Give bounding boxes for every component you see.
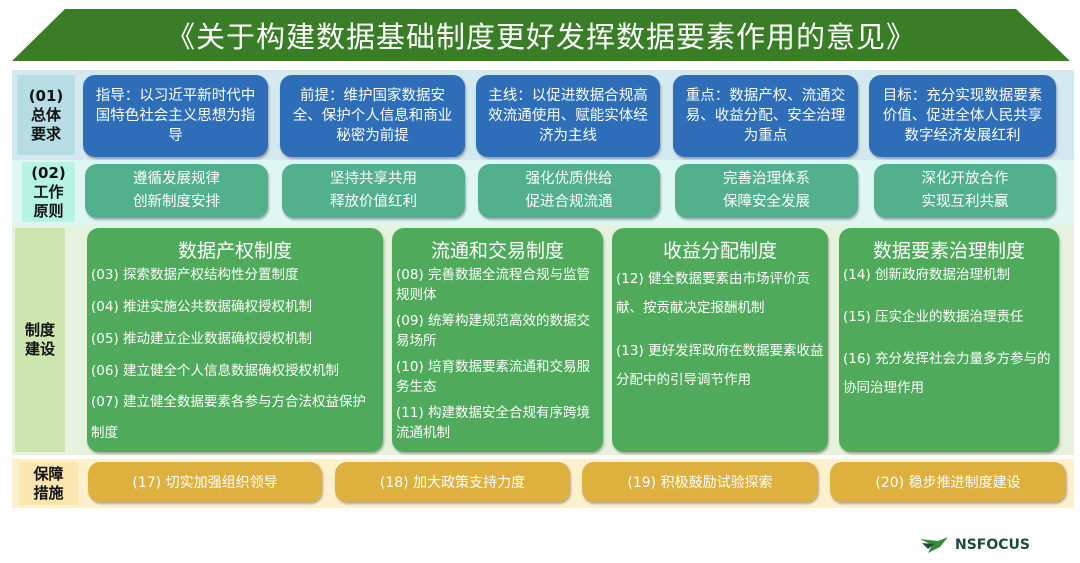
row-safeguards: 保障 措施 (17) 切实加强组织领导 (18) 加大政策支持力度 (19) 积… [12,459,1074,508]
requirement-box: 前提：维护国家数据安全、保护个人信息和商业秘密为前提 [280,75,465,157]
row-label: 制度 建设 [15,228,65,452]
requirement-box: 重点：数据产权、流通交易、收益分配、安全治理为重点 [673,75,858,157]
row-label: (02) 工作 原则 [22,162,75,222]
row-principles: (02) 工作 原则 遵循发展规律 创新制度安排 坚持共享共用 释放价值红利 强… [12,160,1074,225]
logo-mark-icon [920,537,948,553]
safeguard-box: (18) 加大政策支持力度 [335,462,570,502]
page-title: 《关于构建数据基础制度更好发挥数据要素作用的意见》 [12,9,1070,61]
system-group-property: 数据产权制度 (03) 探索数据产权结构性分置制度 (04) 推进实施公共数据确… [87,228,383,452]
row-label: 保障 措施 [19,462,78,505]
row-label: (01) 总体 要求 [17,75,75,155]
list-item: (15) 压实企业的数据治理责任 [843,309,1024,325]
principle-box: 强化优质供给 促进合规流通 [478,164,660,218]
system-group-governance: 数据要素治理制度 (14) 创新政府数据治理机制 (15) 压实企业的数据治理责… [839,228,1059,452]
list-item: (09) 统筹构建规范高效的数据交易场所 [396,313,591,349]
list-item: (16) 充分发挥社会力量多方参与的协同治理作用 [843,351,1051,396]
list-item: (10) 培育数据要素流通和交易服务生态 [396,359,591,395]
list-item: (03) 探索数据产权结构性分置制度 [91,267,299,283]
list-item: (06) 建立健全个人信息数据确权授权机制 [91,363,340,379]
principle-box: 遵循发展规律 创新制度安排 [85,164,268,218]
requirement-box: 主线：以促进数据合规高效流通使用、赋能实体经济为主线 [476,75,660,157]
safeguard-box: (19) 积极鼓励试验探索 [582,462,818,502]
list-item: (11) 构建数据安全合规有序跨境流通机制 [396,405,591,441]
safeguard-box: (20) 稳步推进制度建设 [830,462,1066,502]
safeguard-box: (17) 切实加强组织领导 [88,462,322,502]
group-title: 数据要素治理制度 [872,240,1025,262]
system-group-circulation: 流通和交易制度 (08) 完善数据全流程合规与监管规则体 (09) 统筹构建规范… [392,228,603,452]
principle-box: 完善治理体系 保障安全发展 [675,164,858,218]
system-group-distribution: 收益分配制度 (12) 健全数据要素由市场评价贡献、按贡献决定报酬机制 (13)… [612,228,828,452]
principle-box: 坚持共享共用 释放价值红利 [282,164,465,218]
list-item: (12) 健全数据要素由市场评价贡献、按贡献决定报酬机制 [616,271,811,316]
list-item: (05) 推动建立企业数据确权授权机制 [91,331,313,347]
nsfocus-logo: NSFOCUS [918,535,1030,555]
row-systems: 制度 建设 数据产权制度 (03) 探索数据产权结构性分置制度 (04) 推进实… [12,225,1074,455]
requirement-box: 目标：充分实现数据要素价值、促进全体人民共享数字经济发展红利 [869,75,1056,157]
group-title: 流通和交易制度 [430,240,564,262]
list-item: (07) 建立健全数据要素各参与方合法权益保护制度 [91,394,367,441]
list-item: (04) 推进实施公共数据确权授权机制 [91,299,313,315]
logo-text: NSFOCUS [955,537,1030,553]
list-item: (08) 完善数据全流程合规与监管规则体 [396,267,591,303]
requirement-box: 指导：以习近平新时代中国特色社会主义思想为指导 [83,75,268,157]
principle-box: 深化开放合作 实现互利共赢 [874,164,1056,218]
list-item: (14) 创新政府数据治理机制 [843,267,1011,283]
row-overall: (01) 总体 要求 指导：以习近平新时代中国特色社会主义思想为指导 前提：维护… [12,70,1074,160]
list-item: (13) 更好发挥政府在数据要素收益分配中的引导调节作用 [616,343,824,388]
group-title: 收益分配制度 [662,240,777,262]
group-title: 数据产权制度 [177,240,292,262]
